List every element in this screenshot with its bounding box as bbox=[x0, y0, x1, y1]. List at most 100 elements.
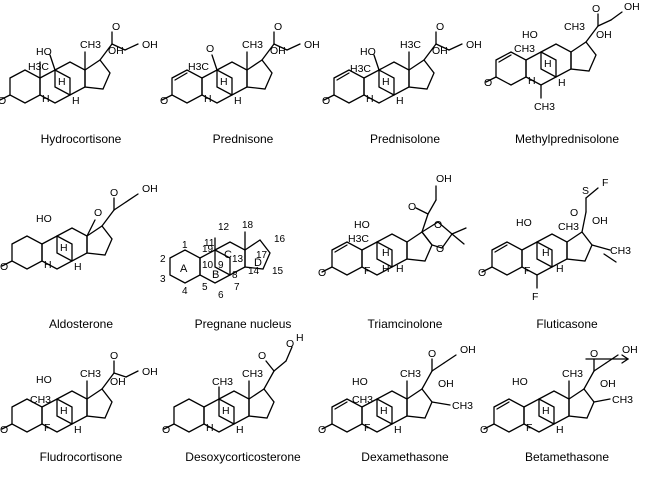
label-oh: OH bbox=[460, 344, 476, 356]
label-ho: HO bbox=[360, 46, 376, 58]
label-ho: HO bbox=[512, 376, 528, 388]
structure-prednisone: O H3C OH O OH CH3 H H H O Prednisone bbox=[160, 0, 324, 162]
label-h3c: H3C bbox=[188, 61, 209, 73]
prednisolone-diagram: HO H3C OH O OH H3C H H H O bbox=[322, 21, 482, 107]
label-o: O bbox=[0, 95, 6, 107]
atom-number: 15 bbox=[272, 266, 284, 277]
label-h: H bbox=[556, 263, 564, 275]
ring-label: B bbox=[212, 269, 219, 281]
label-h: H bbox=[394, 424, 402, 436]
label-oh: OH bbox=[600, 378, 616, 390]
label-h: H bbox=[234, 95, 242, 107]
label-oh: OH bbox=[466, 39, 482, 51]
label-ch3: CH3 bbox=[352, 394, 373, 406]
label-h3c: H3C bbox=[28, 61, 49, 73]
ring-label: C bbox=[224, 249, 232, 261]
label-h: H bbox=[74, 261, 82, 273]
label-h: H bbox=[382, 263, 390, 275]
compound-name: Fludrocortisone bbox=[39, 450, 123, 464]
label-o: O bbox=[0, 424, 8, 436]
compound-name: Prednisolone bbox=[369, 132, 441, 146]
label-oh: OH bbox=[592, 215, 608, 227]
atom-number: 1 bbox=[182, 240, 188, 251]
atom-number: 5 bbox=[202, 282, 208, 293]
label-o: O bbox=[162, 424, 170, 436]
label-h: H bbox=[366, 93, 374, 105]
atom-number: 9 bbox=[218, 260, 224, 271]
atom-number: 14 bbox=[248, 266, 260, 277]
label-ch3: CH3 bbox=[80, 39, 101, 51]
label-o: O bbox=[484, 77, 492, 89]
atom-number: 16 bbox=[274, 234, 286, 245]
label-f: F bbox=[364, 265, 370, 277]
ring-label: A bbox=[180, 263, 188, 275]
label-f: F bbox=[364, 422, 370, 434]
pregnane-nucleus-diagram: 12 11 18 17 16 C 13 D 19 9 14 15 A B 10 … bbox=[160, 220, 286, 301]
triamcinolone-diagram: OH O O O HO H3C H H F H O bbox=[318, 173, 467, 279]
label-h: H bbox=[42, 93, 50, 105]
dexamethasone-diagram: HO OH O OH CH3 CH3 CH3 H F H O bbox=[318, 344, 476, 436]
label-h3c: H3C bbox=[350, 63, 371, 75]
label-h: H bbox=[558, 77, 566, 89]
label-h: H bbox=[380, 405, 388, 417]
label-ch3: CH3 bbox=[452, 400, 473, 412]
label-o: O bbox=[274, 21, 282, 33]
prednisone-diagram: O H3C OH O OH CH3 H H H O bbox=[160, 21, 320, 107]
aldosterone-diagram: HO O OH O H H H O bbox=[0, 183, 158, 273]
label-f: F bbox=[532, 291, 538, 303]
label-oh: OH bbox=[142, 366, 158, 378]
label-o: O bbox=[110, 350, 118, 362]
label-o: O bbox=[318, 424, 326, 436]
label-ch3: CH3 bbox=[212, 376, 233, 388]
label-ch3: CH3 bbox=[564, 21, 585, 33]
label-h: H bbox=[204, 93, 212, 105]
label-h: H bbox=[72, 95, 80, 107]
label-h: H bbox=[556, 424, 564, 436]
label-oh: OH bbox=[142, 39, 158, 51]
compound-name: Aldosterone bbox=[48, 317, 114, 331]
label-h: H bbox=[542, 247, 550, 259]
structure-betamethasone: HO OH O OH CH3 CH3 H F H O Betamethasone bbox=[480, 325, 648, 487]
label-oh: OH bbox=[596, 29, 612, 41]
atom-number: 17 bbox=[256, 250, 268, 261]
label-h: H bbox=[396, 263, 404, 275]
label-ho: HO bbox=[36, 213, 52, 225]
label-o: O bbox=[0, 261, 8, 273]
label-h: H bbox=[542, 405, 550, 417]
label-o: O bbox=[592, 3, 600, 15]
label-oh: OH bbox=[436, 173, 452, 185]
structure-prednisolone: HO H3C OH O OH H3C H H H O Prednisolone bbox=[322, 0, 486, 162]
label-ch3: CH3 bbox=[534, 101, 555, 113]
label-o: O bbox=[436, 21, 444, 33]
label-ch3: CH3 bbox=[612, 394, 633, 406]
atom-number: 12 bbox=[218, 222, 230, 233]
label-o: O bbox=[428, 348, 436, 360]
label-o: O bbox=[318, 267, 326, 279]
atom-number: 18 bbox=[242, 220, 254, 231]
label-h: H bbox=[74, 424, 82, 436]
label-o: O bbox=[478, 267, 486, 279]
label-oh: OH bbox=[432, 45, 448, 57]
betamethasone-diagram: HO OH O OH CH3 CH3 H F H O bbox=[480, 344, 638, 436]
label-h: H bbox=[60, 405, 68, 417]
hydrocortisone-diagram: HO H3C OH O OH CH3 H H H O bbox=[0, 21, 158, 107]
label-f: F bbox=[524, 265, 530, 277]
compound-name: Prednisone bbox=[212, 132, 274, 146]
label-h: H bbox=[220, 76, 228, 88]
label-f: F bbox=[602, 177, 608, 189]
label-h3c: H3C bbox=[400, 39, 421, 51]
label-oh: OH bbox=[142, 183, 158, 195]
structure-desoxycorticosterone: H O O CH3 CH3 H H H O Desoxycorticostero… bbox=[162, 325, 324, 487]
label-o: O bbox=[408, 201, 416, 213]
label-o: O bbox=[110, 187, 118, 199]
structure-aldosterone: HO O OH O H H H O Aldosterone bbox=[0, 162, 162, 331]
label-o: O bbox=[570, 207, 578, 219]
label-h: H bbox=[528, 75, 536, 87]
label-ho: HO bbox=[36, 46, 52, 58]
structure-methylprednisolone: HO CH3 OH O OH CH3 H H H O CH3 Methylpre… bbox=[484, 0, 648, 162]
fluticasone-diagram: F S O HO OH CH3 CH3 H F H F O bbox=[478, 177, 631, 303]
label-ch3: CH3 bbox=[610, 245, 631, 257]
label-ch3: CH3 bbox=[30, 394, 51, 406]
label-ho: HO bbox=[516, 217, 532, 229]
